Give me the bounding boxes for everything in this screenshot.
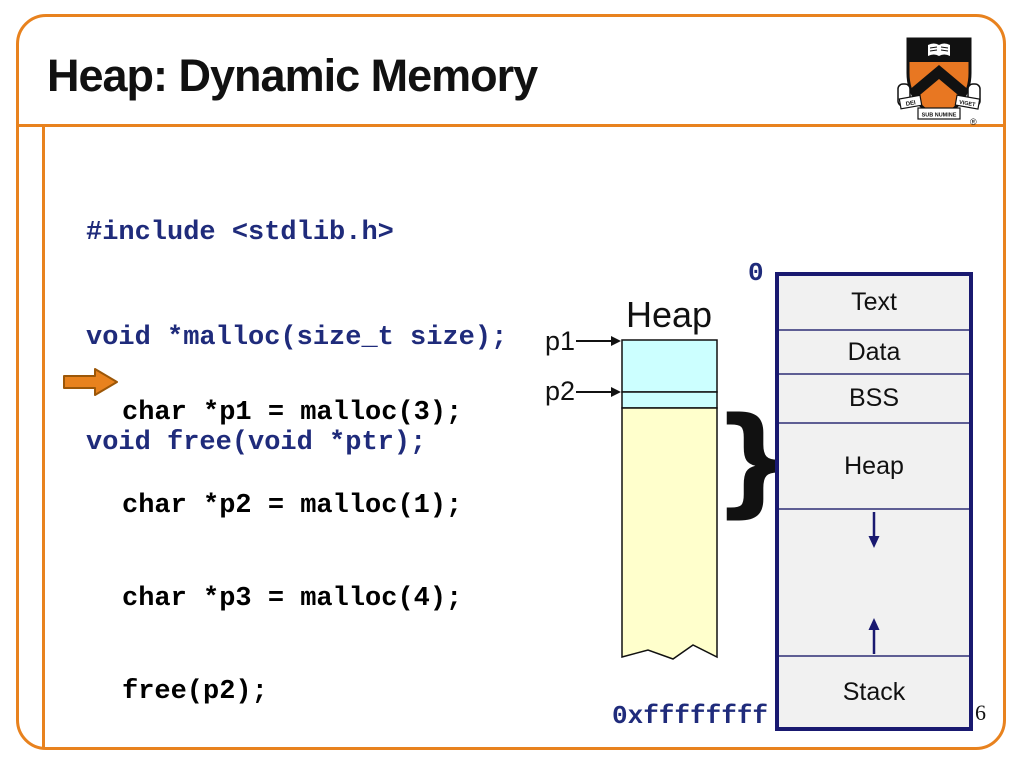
- memory-section-bss: BSS: [779, 375, 969, 424]
- code-line: char *p3 = malloc(4);: [122, 584, 463, 614]
- heap-free-space: [621, 407, 718, 660]
- code-line: void *malloc(size_t size);: [86, 323, 508, 353]
- open-book-icon: [928, 43, 939, 56]
- pointer-label-p1: p1: [545, 326, 576, 356]
- registered-mark: ®: [970, 117, 977, 126]
- motto-banner-right: VIGET: [954, 94, 981, 110]
- heap-grows-down-icon: [868, 512, 880, 548]
- code-line: #include <stdlib.h>: [86, 218, 394, 248]
- motto-left-text: DEI: [905, 100, 916, 108]
- code-line: free(p2);: [122, 677, 268, 707]
- section-label: Text: [851, 288, 897, 316]
- page-number: 6: [975, 700, 986, 725]
- memory-section-stack: Stack: [779, 657, 969, 727]
- pointer-label-p2: p2: [545, 376, 576, 406]
- shield-chevron: [908, 65, 970, 105]
- memory-layout-map: Text Data BSS Heap Stack: [775, 272, 973, 731]
- heap-block-p1: [621, 339, 718, 393]
- code-line-current: char *p2 = malloc(1);: [122, 491, 463, 521]
- slide-border-frame: [16, 14, 1006, 750]
- heap-diagram-title: Heap: [625, 294, 713, 335]
- memory-section-heap: Heap: [779, 424, 969, 510]
- content-left-rule: [42, 126, 45, 748]
- trace-code-block: char *p1 = malloc(3); char *p2 = malloc(…: [122, 336, 462, 768]
- address-zero: 0: [748, 258, 764, 288]
- memory-section-growth-gap: [779, 510, 969, 657]
- memory-section-text: Text: [779, 276, 969, 331]
- page-title: Heap: Dynamic Memory: [47, 50, 538, 101]
- code-line: void free(void *ptr);: [86, 428, 427, 458]
- pointer-arrow-p2-icon: [576, 387, 621, 397]
- prototype-code-block: #include <stdlib.h> void *malloc(size_t …: [86, 146, 507, 496]
- section-label: BSS: [848, 384, 900, 412]
- section-label: Stack: [842, 677, 906, 706]
- motto-banner-center: SUB NUMINE: [917, 107, 961, 120]
- princeton-shield-logo: DEI VIGET SUB NUMINE ®: [897, 37, 981, 126]
- address-max: 0xffffffff: [612, 701, 769, 731]
- stack-grows-up-icon: [868, 618, 880, 654]
- pointer-arrow-p1-icon: [576, 336, 621, 346]
- heap-memory-column: [621, 339, 718, 660]
- motto-center-text: SUB NUMINE: [922, 113, 957, 119]
- motto-banner-left: DEI: [898, 94, 923, 110]
- section-label: Heap: [844, 451, 904, 480]
- heap-block-p2: [621, 391, 718, 409]
- execution-pointer-icon: [63, 368, 118, 396]
- motto-right-text: VIGET: [958, 100, 976, 109]
- section-label: Data: [847, 337, 901, 366]
- code-line: char *p1 = malloc(3);: [122, 398, 463, 428]
- memory-section-data: Data: [779, 331, 969, 375]
- heap-brace: }: [712, 391, 797, 529]
- title-separator-line: [17, 124, 1005, 127]
